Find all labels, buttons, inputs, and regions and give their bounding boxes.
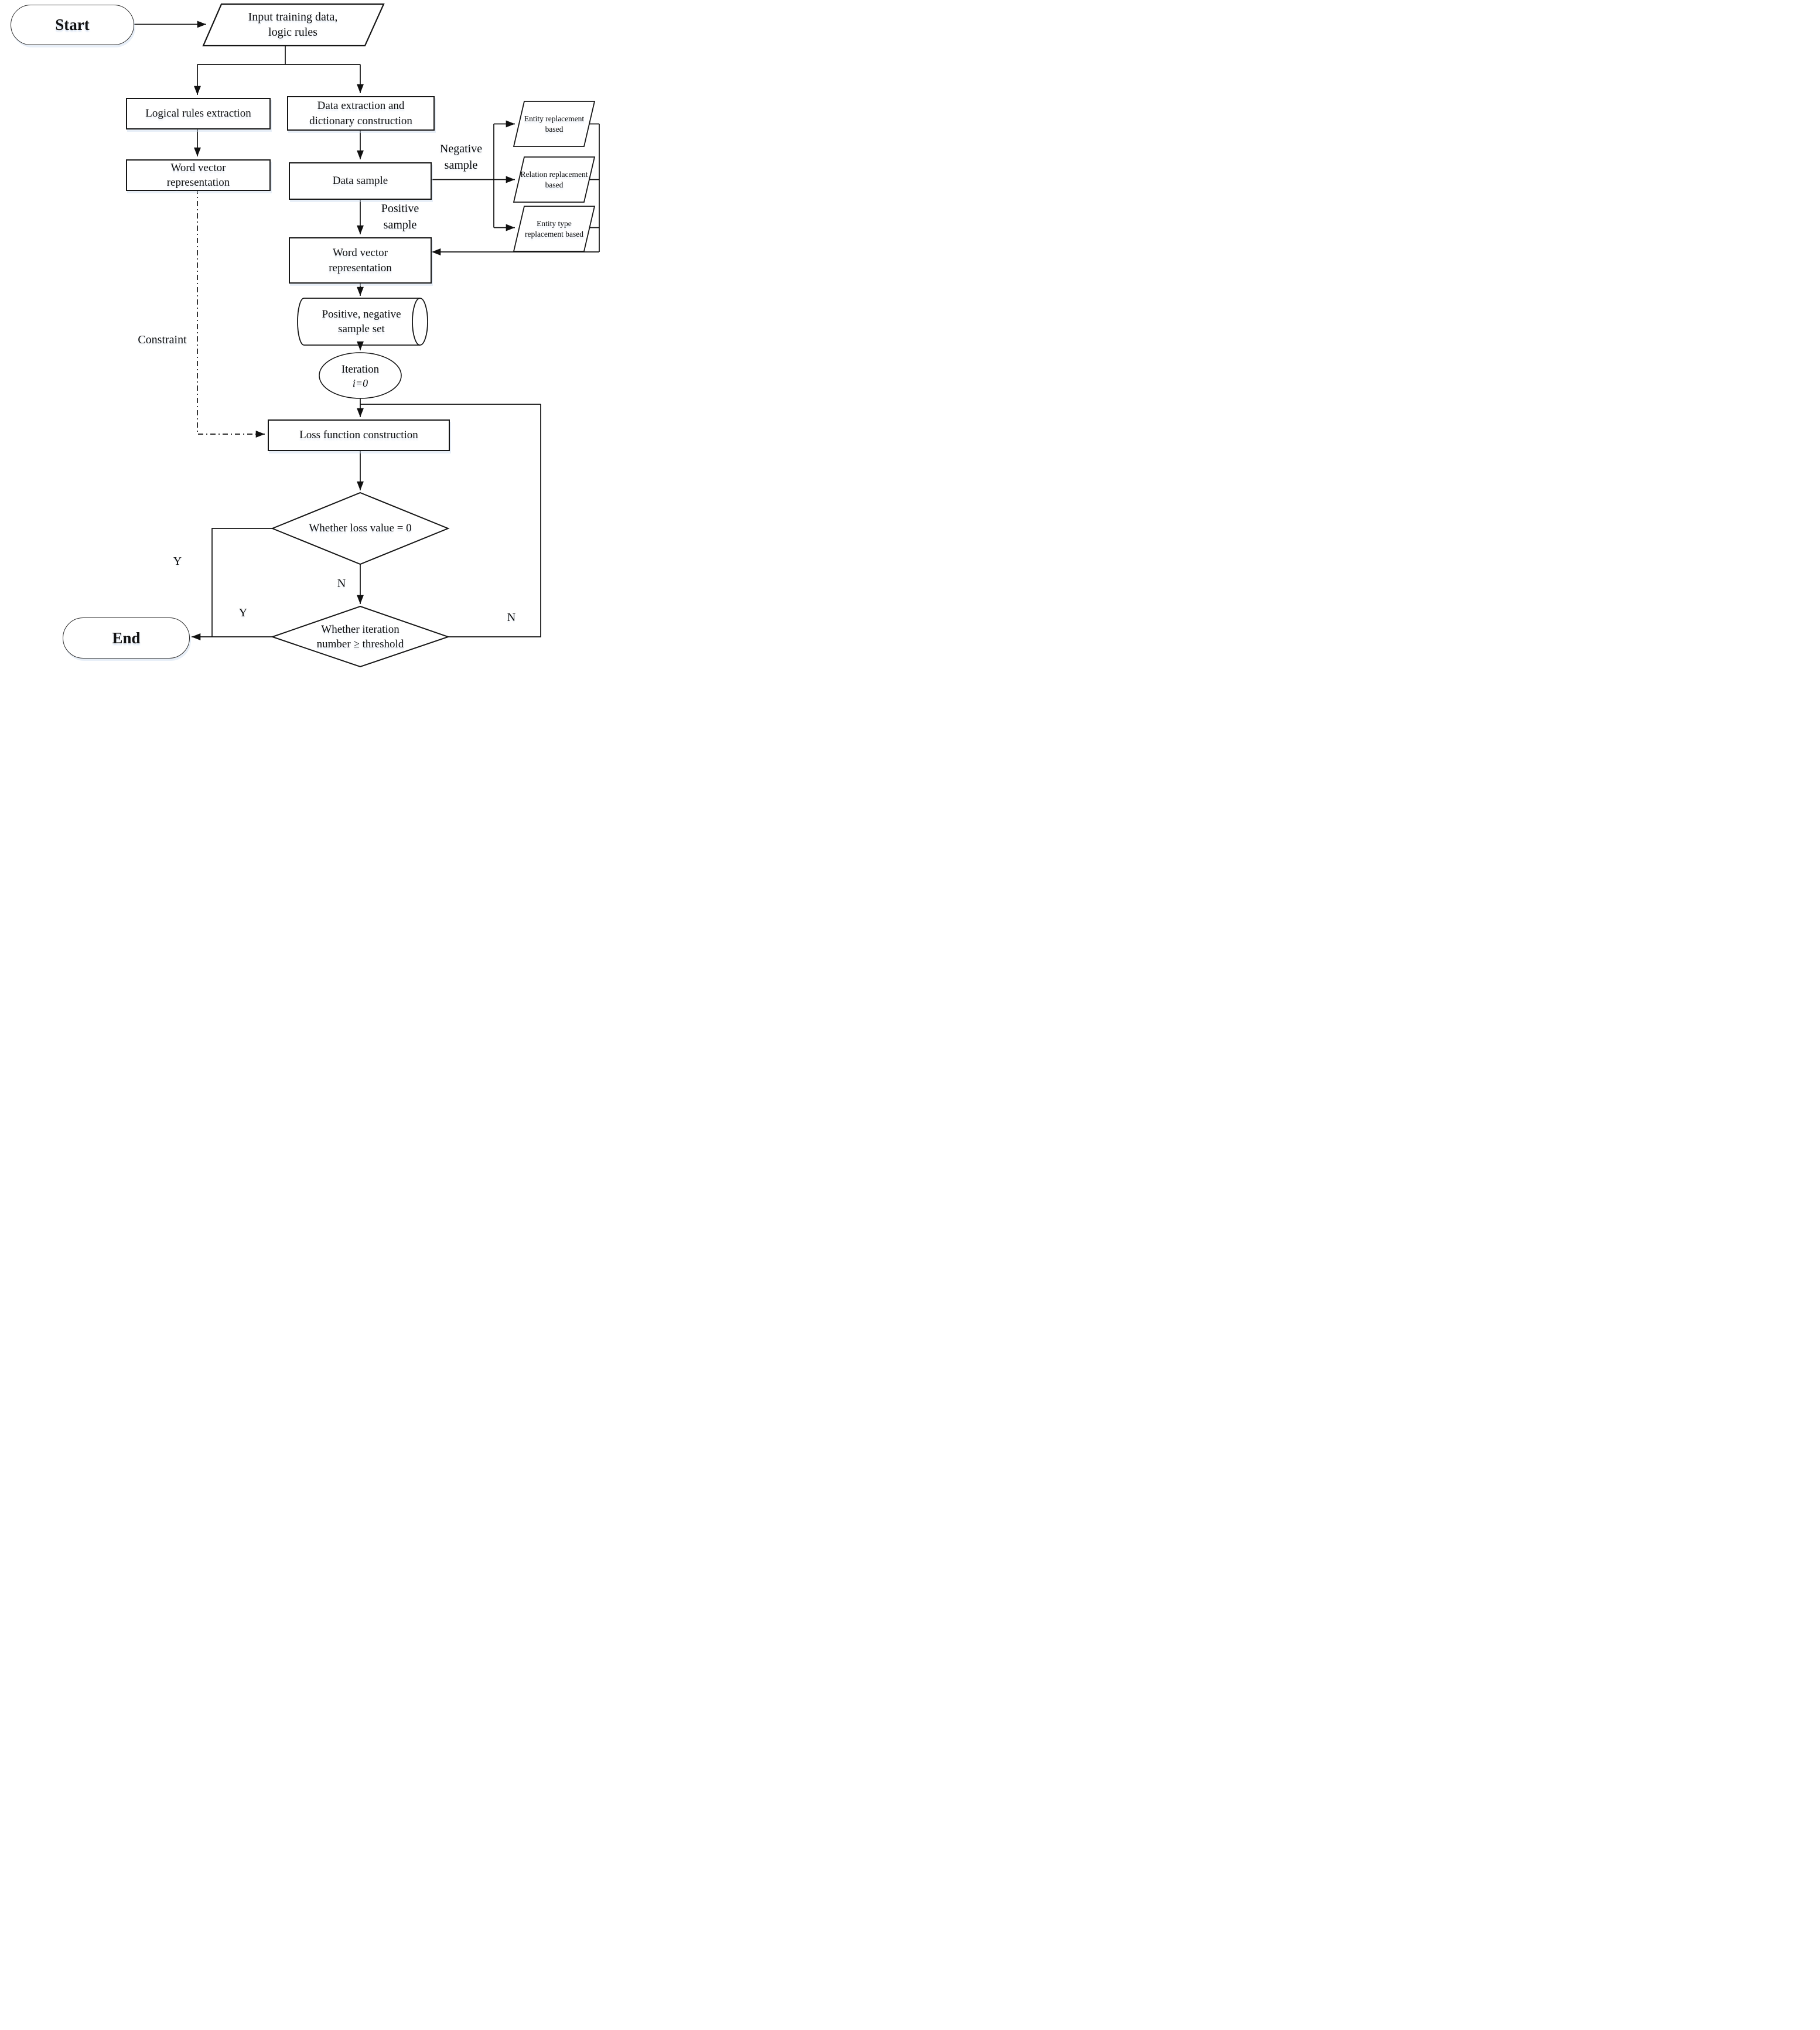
data-extraction-node: Data extraction and dictionary construct… (287, 96, 435, 131)
input-parallelogram (202, 3, 385, 47)
logical-rules-extraction-node: Logical rules extraction (126, 98, 271, 129)
decision-iteration-diamond (270, 605, 450, 668)
start-node: Start (11, 5, 134, 45)
word-vector-left-node: Word vector representation (126, 159, 271, 191)
sample-set-cylinder-cap (412, 298, 428, 346)
relation-replacement-parallelogram (513, 156, 596, 203)
start-label: Start (55, 16, 90, 33)
iteration-ellipse (319, 352, 402, 399)
entity-replacement-parallelogram (513, 101, 596, 147)
loss-function-node: Loss function construction (268, 419, 450, 451)
sample-set-cylinder-left-cap (297, 298, 305, 346)
line-yloop (211, 528, 272, 637)
end-label: End (112, 629, 141, 647)
end-node: End (63, 617, 190, 659)
connector-layer (133, 3, 600, 668)
arrow-constraint-dashed (197, 189, 265, 438)
line-nloop-return (448, 404, 541, 637)
sample-set-cylinder-body (304, 298, 420, 345)
decision-loss-diamond (271, 492, 450, 565)
data-sample-node: Data sample (289, 162, 432, 200)
flowchart-canvas: Start End Logical rules extraction Data … (0, 0, 607, 677)
entity-type-replacement-parallelogram (513, 206, 596, 252)
word-vector-center-node: Word vector representation (289, 237, 432, 284)
